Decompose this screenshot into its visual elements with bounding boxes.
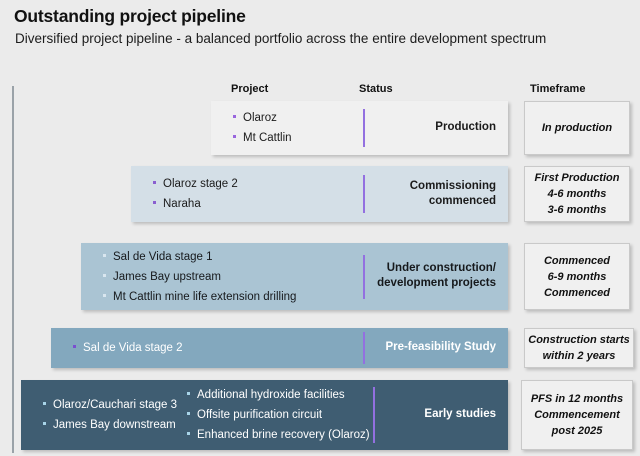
list-item: Sal de Vida stage 2 [73,338,183,358]
list-item: Offsite purification circuit [187,405,370,425]
status-divider-line [363,175,365,213]
project-list: Olaroz Mt Cattlin [211,108,508,148]
pipeline-axis-line [12,86,14,453]
list-item: Enhanced brine recovery (Olaroz) [187,425,370,445]
list-item: Sal de Vida stage 1 [103,247,296,267]
bullet-column: Olaroz Mt Cattlin [233,108,292,148]
column-header-status: Status [359,83,393,95]
pipeline-row-early-studies[interactable]: Olaroz/Cauchari stage 3 James Bay downst… [21,380,508,450]
bullet-dot-icon [43,402,46,405]
bullet-dot-icon [233,115,236,118]
project-list: Sal de Vida stage 2 [51,338,508,358]
pipeline-row-pre-feasibility[interactable]: Sal de Vida stage 2 Pre-feasibility Stud… [51,328,508,368]
timeframe-box: In production [524,101,630,155]
column-header-project: Project [231,83,269,95]
status-label: Production [435,121,496,133]
bullet-dot-icon [43,422,46,425]
bullet-dot-icon [153,181,156,184]
pipeline-row-commissioning[interactable]: Olaroz stage 2 Naraha Commissioning comm… [131,166,508,222]
pipeline-row-under-construction[interactable]: Sal de Vida stage 1 James Bay upstream M… [81,243,508,310]
list-item: Mt Cattlin mine life extension drilling [103,287,296,307]
bullet-column: Sal de Vida stage 2 [73,338,183,358]
bullet-column: Olaroz stage 2 Naraha [153,174,238,214]
status-divider-line [373,387,375,443]
status-label: Under construction/ development projects [377,262,496,289]
bullet-dot-icon [187,432,191,435]
list-item: James Bay upstream [103,267,296,287]
project-list: Olaroz stage 2 Naraha [131,174,508,214]
list-item: Olaroz stage 2 [153,174,238,194]
bullet-column: Olaroz/Cauchari stage 3 James Bay downst… [43,385,177,445]
status-divider-line [363,255,365,299]
timeframe-box: Construction starts within 2 years [524,328,634,368]
bullet-dot-icon [103,293,106,297]
project-list: Olaroz/Cauchari stage 3 James Bay downst… [21,385,508,445]
list-item: Naraha [153,194,238,214]
list-item: Mt Cattlin [233,128,292,148]
bullet-dot-icon [187,392,191,395]
page-subtitle: Diversified project pipeline - a balance… [15,31,547,46]
timeframe-box: Commenced 6-9 months Commenced [524,243,630,310]
bullet-dot-icon [153,201,156,204]
bullet-column: Additional hydroxide facilities Offsite … [187,385,370,445]
list-item: James Bay downstream [43,415,177,435]
status-label: Early studies [424,408,496,420]
status-divider-line [363,109,365,147]
list-item: Olaroz [233,108,292,128]
list-item: Additional hydroxide facilities [187,385,370,405]
timeframe-box: First Production 4-6 months 3-6 months [524,166,630,222]
status-label: Commissioning commenced [409,180,496,207]
status-divider-line [363,332,365,364]
bullet-column: Sal de Vida stage 1 James Bay upstream M… [103,247,296,307]
bullet-dot-icon [233,135,236,138]
bullet-dot-icon [103,273,106,277]
bullet-dot-icon [73,345,76,348]
bullet-dot-icon [103,253,106,257]
column-header-timeframe: Timeframe [530,83,586,95]
page-title: Outstanding project pipeline [14,6,246,26]
pipeline-row-production[interactable]: Olaroz Mt Cattlin Production [211,101,508,155]
project-list: Sal de Vida stage 1 James Bay upstream M… [81,247,508,307]
status-label: Pre-feasibility Study [385,341,496,353]
list-item: Olaroz/Cauchari stage 3 [43,395,177,415]
timeframe-box: PFS in 12 months Commencement post 2025 [521,380,633,450]
bullet-dot-icon [187,412,191,415]
